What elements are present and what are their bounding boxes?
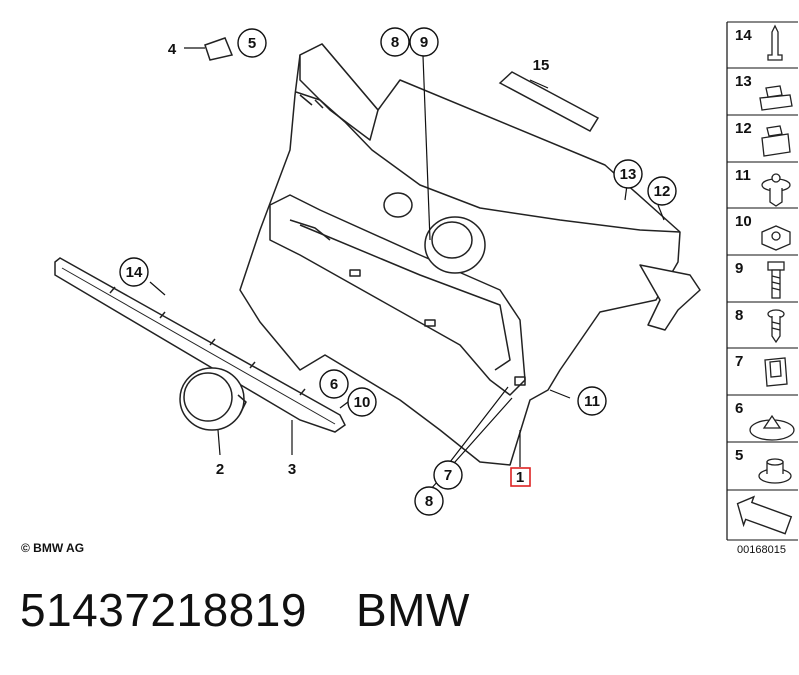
svg-text:13: 13 bbox=[620, 166, 637, 183]
part-7-clip-icon bbox=[764, 357, 788, 387]
svg-text:15: 15 bbox=[533, 57, 550, 74]
svg-text:7: 7 bbox=[735, 353, 743, 370]
svg-text:11: 11 bbox=[584, 393, 600, 410]
callout-4: 4 bbox=[168, 41, 177, 58]
callout-7: 7 bbox=[433, 460, 463, 490]
svg-text:8: 8 bbox=[425, 493, 433, 510]
svg-text:6: 6 bbox=[735, 400, 743, 417]
callout-3: 3 bbox=[288, 461, 296, 478]
svg-text:3: 3 bbox=[288, 461, 296, 478]
callout-9: 9 bbox=[409, 27, 439, 57]
callouts: 4 5 8 9 15 13 12 14 6 10 11 2 3 7 8 1 bbox=[119, 27, 677, 516]
callout-14: 14 bbox=[119, 257, 149, 287]
callout-2: 2 bbox=[216, 461, 224, 478]
svg-text:12: 12 bbox=[735, 120, 752, 137]
callout-11: 11 bbox=[577, 386, 607, 416]
callout-13: 13 bbox=[613, 159, 643, 189]
callout-5: 5 bbox=[237, 28, 267, 58]
svg-text:9: 9 bbox=[735, 260, 743, 277]
svg-text:1: 1 bbox=[516, 469, 524, 486]
door-trim-panel bbox=[239, 43, 701, 466]
part-8-screw-icon bbox=[767, 309, 785, 344]
callout-15: 15 bbox=[533, 57, 550, 74]
copyright-label: © BMW AG bbox=[21, 541, 85, 555]
callout-6: 6 bbox=[319, 369, 349, 399]
svg-text:10: 10 bbox=[354, 394, 371, 411]
part-13-clip-icon bbox=[759, 85, 793, 111]
callout-10: 10 bbox=[347, 387, 377, 417]
svg-text:14: 14 bbox=[126, 264, 143, 281]
part-5-cap-icon bbox=[758, 458, 792, 484]
part-2-speaker-grille bbox=[179, 367, 247, 431]
callout-8-bottom: 8 bbox=[414, 486, 444, 516]
callout-8-top: 8 bbox=[380, 27, 410, 57]
part-10-nut-icon bbox=[761, 225, 791, 251]
part-number: 51437218819 bbox=[20, 584, 307, 636]
part-11-rivet-icon bbox=[761, 173, 791, 207]
svg-text:14: 14 bbox=[735, 27, 752, 44]
svg-text:8: 8 bbox=[391, 34, 399, 51]
svg-text:4: 4 bbox=[168, 41, 177, 58]
part-14-pin-icon bbox=[767, 24, 783, 61]
svg-text:12: 12 bbox=[654, 183, 671, 200]
callout-12: 12 bbox=[647, 176, 677, 206]
svg-text:6: 6 bbox=[330, 376, 338, 393]
part-6-grommet-icon bbox=[749, 414, 795, 441]
callout-1-highlighted: 1 bbox=[510, 467, 531, 487]
brand-name: BMW bbox=[356, 584, 470, 636]
part-4-clip bbox=[204, 37, 234, 61]
svg-text:5: 5 bbox=[248, 35, 256, 52]
part-3-trim-strip bbox=[54, 257, 346, 433]
svg-text:9: 9 bbox=[420, 34, 428, 51]
direction-arrow-icon bbox=[736, 495, 793, 535]
diagram-code: 00168015 bbox=[737, 544, 786, 556]
svg-text:5: 5 bbox=[735, 447, 743, 464]
part-15-felt-strip bbox=[498, 71, 600, 132]
svg-text:11: 11 bbox=[735, 167, 751, 184]
part-9-bolt-icon bbox=[767, 261, 785, 299]
svg-text:2: 2 bbox=[216, 461, 224, 478]
svg-text:8: 8 bbox=[735, 307, 743, 324]
parts-sidebar: 14 13 12 11 10 9 8 bbox=[726, 21, 798, 541]
part-12-clip-icon bbox=[761, 125, 791, 157]
svg-text:7: 7 bbox=[444, 467, 452, 484]
svg-text:13: 13 bbox=[735, 73, 752, 90]
svg-text:10: 10 bbox=[735, 213, 752, 230]
